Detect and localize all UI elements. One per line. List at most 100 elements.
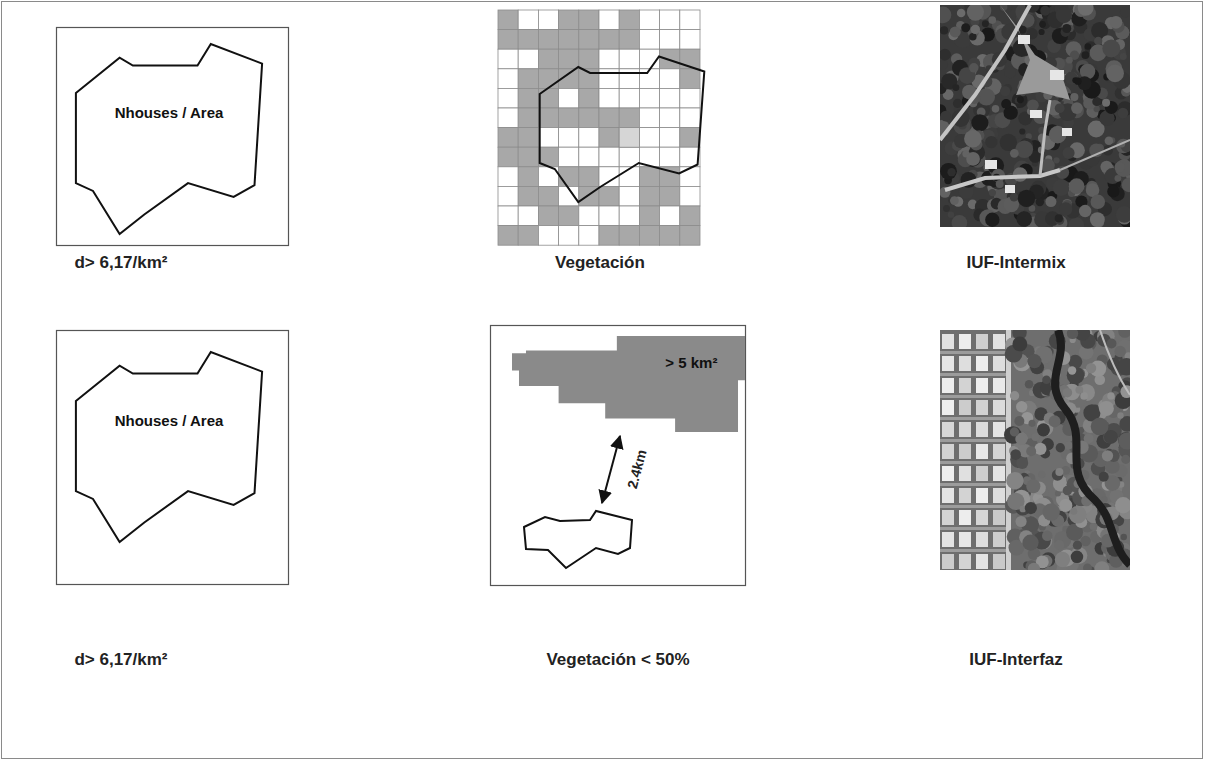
grid-cell <box>559 88 579 108</box>
tree-crown <box>1121 534 1127 540</box>
tree-crown <box>964 130 982 148</box>
grid-cell <box>579 147 599 167</box>
grid-cell <box>619 206 639 226</box>
grid-cell <box>660 108 680 128</box>
grid-cell <box>579 167 599 187</box>
house <box>993 532 1005 547</box>
grid-cell <box>559 10 579 30</box>
tree-crown <box>1010 427 1019 436</box>
tree-crown <box>1102 99 1110 107</box>
tree-crown <box>1062 24 1071 33</box>
tree-crown <box>1028 563 1040 570</box>
tree-crown <box>969 33 977 41</box>
grid-cell <box>680 186 700 206</box>
street <box>940 439 1006 442</box>
tree-crown <box>1063 486 1072 495</box>
grid-cell <box>660 186 680 206</box>
house <box>1050 70 1064 80</box>
tree-crown <box>1016 141 1034 159</box>
house <box>993 554 1005 569</box>
house <box>993 422 1005 437</box>
grid-cell <box>538 69 558 89</box>
tree-crown <box>1038 471 1045 478</box>
tree-crown <box>1106 64 1124 82</box>
settlement-outline <box>540 57 705 203</box>
grid-cell <box>498 88 518 108</box>
tree-crown <box>1055 214 1063 222</box>
tree-crown <box>1045 196 1056 207</box>
house <box>976 554 988 569</box>
house <box>993 400 1005 415</box>
house <box>976 378 988 393</box>
tree-crown <box>1026 446 1036 456</box>
tree-crown <box>1042 375 1051 384</box>
tree-crown <box>1069 217 1084 227</box>
tree-crown <box>971 114 988 131</box>
grid-cell <box>619 88 639 108</box>
tree-crown <box>1067 366 1085 384</box>
house <box>942 466 954 481</box>
tree-crown <box>1092 97 1101 106</box>
grid-cell <box>680 226 700 246</box>
tree-crown <box>1017 96 1024 103</box>
grid-cell <box>680 108 700 128</box>
tree-crown <box>1027 354 1041 368</box>
tree-crown <box>1029 420 1036 427</box>
tree-crown <box>1116 206 1130 223</box>
node-outline <box>512 336 745 432</box>
tree-crown <box>1064 441 1072 449</box>
street <box>940 527 1006 530</box>
house <box>942 510 954 525</box>
tree-crown <box>1063 388 1073 398</box>
tree-crown <box>940 26 948 34</box>
tree-crown <box>1120 7 1130 18</box>
house <box>993 488 1005 503</box>
grid-cell <box>599 49 619 69</box>
tree-crown <box>1110 16 1123 29</box>
tree-crown <box>1118 330 1130 338</box>
grid-cell <box>579 108 599 128</box>
grid-cell <box>498 186 518 206</box>
grid-cell <box>518 226 538 246</box>
node-outline <box>74 42 264 238</box>
house <box>959 532 971 547</box>
tree-crown <box>1055 468 1063 476</box>
node-label: Nhouses / Area <box>115 104 224 121</box>
tree-crown <box>1081 51 1089 59</box>
tree-crown <box>1032 433 1040 441</box>
grid-cell <box>559 128 579 148</box>
tree-crown <box>1039 29 1045 35</box>
grid-cell <box>498 167 518 187</box>
grid-cell <box>518 186 538 206</box>
street <box>940 351 1006 354</box>
grid-cell <box>579 30 599 50</box>
house <box>942 356 954 371</box>
house <box>942 334 954 349</box>
tree-crown <box>1120 53 1127 60</box>
settlement-outline <box>524 511 632 568</box>
tree-crown <box>1027 99 1039 111</box>
house <box>993 356 1005 371</box>
tree-crown <box>1018 190 1035 207</box>
grid-cell <box>599 30 619 50</box>
tree-crown <box>988 16 996 24</box>
grid-cell <box>599 226 619 246</box>
tree-crown <box>940 49 951 61</box>
tree-crown <box>1102 450 1113 461</box>
house <box>976 488 988 503</box>
tree-crown <box>1063 147 1075 159</box>
grid-cell <box>498 69 518 89</box>
house <box>959 444 971 459</box>
vegetation-grid <box>498 10 704 245</box>
grid-cell <box>498 108 518 128</box>
grid-cell <box>619 10 639 30</box>
river <box>1055 330 1130 565</box>
grid-cell <box>599 69 619 89</box>
tree-crown <box>1001 99 1011 109</box>
grid-cell <box>599 108 619 128</box>
tree-crown <box>948 212 954 218</box>
house <box>959 466 971 481</box>
grid-cell <box>599 147 619 167</box>
